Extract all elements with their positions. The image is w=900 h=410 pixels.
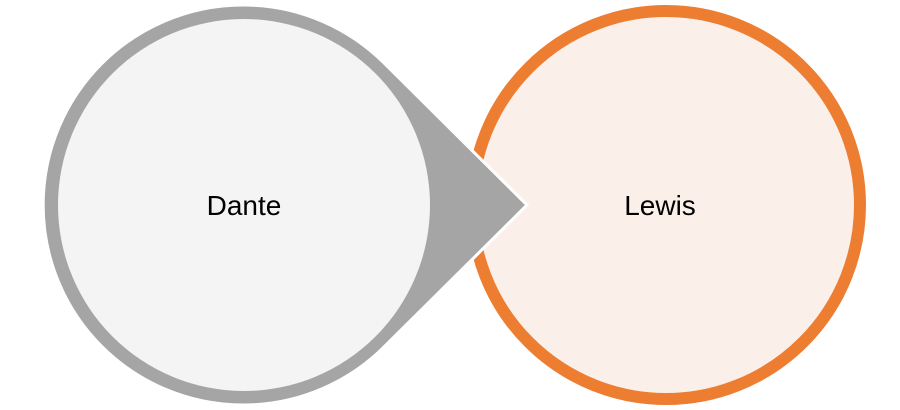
dante-label: Dante [207, 190, 282, 221]
lewis-label: Lewis [624, 190, 696, 221]
dante-circle [58, 19, 430, 391]
